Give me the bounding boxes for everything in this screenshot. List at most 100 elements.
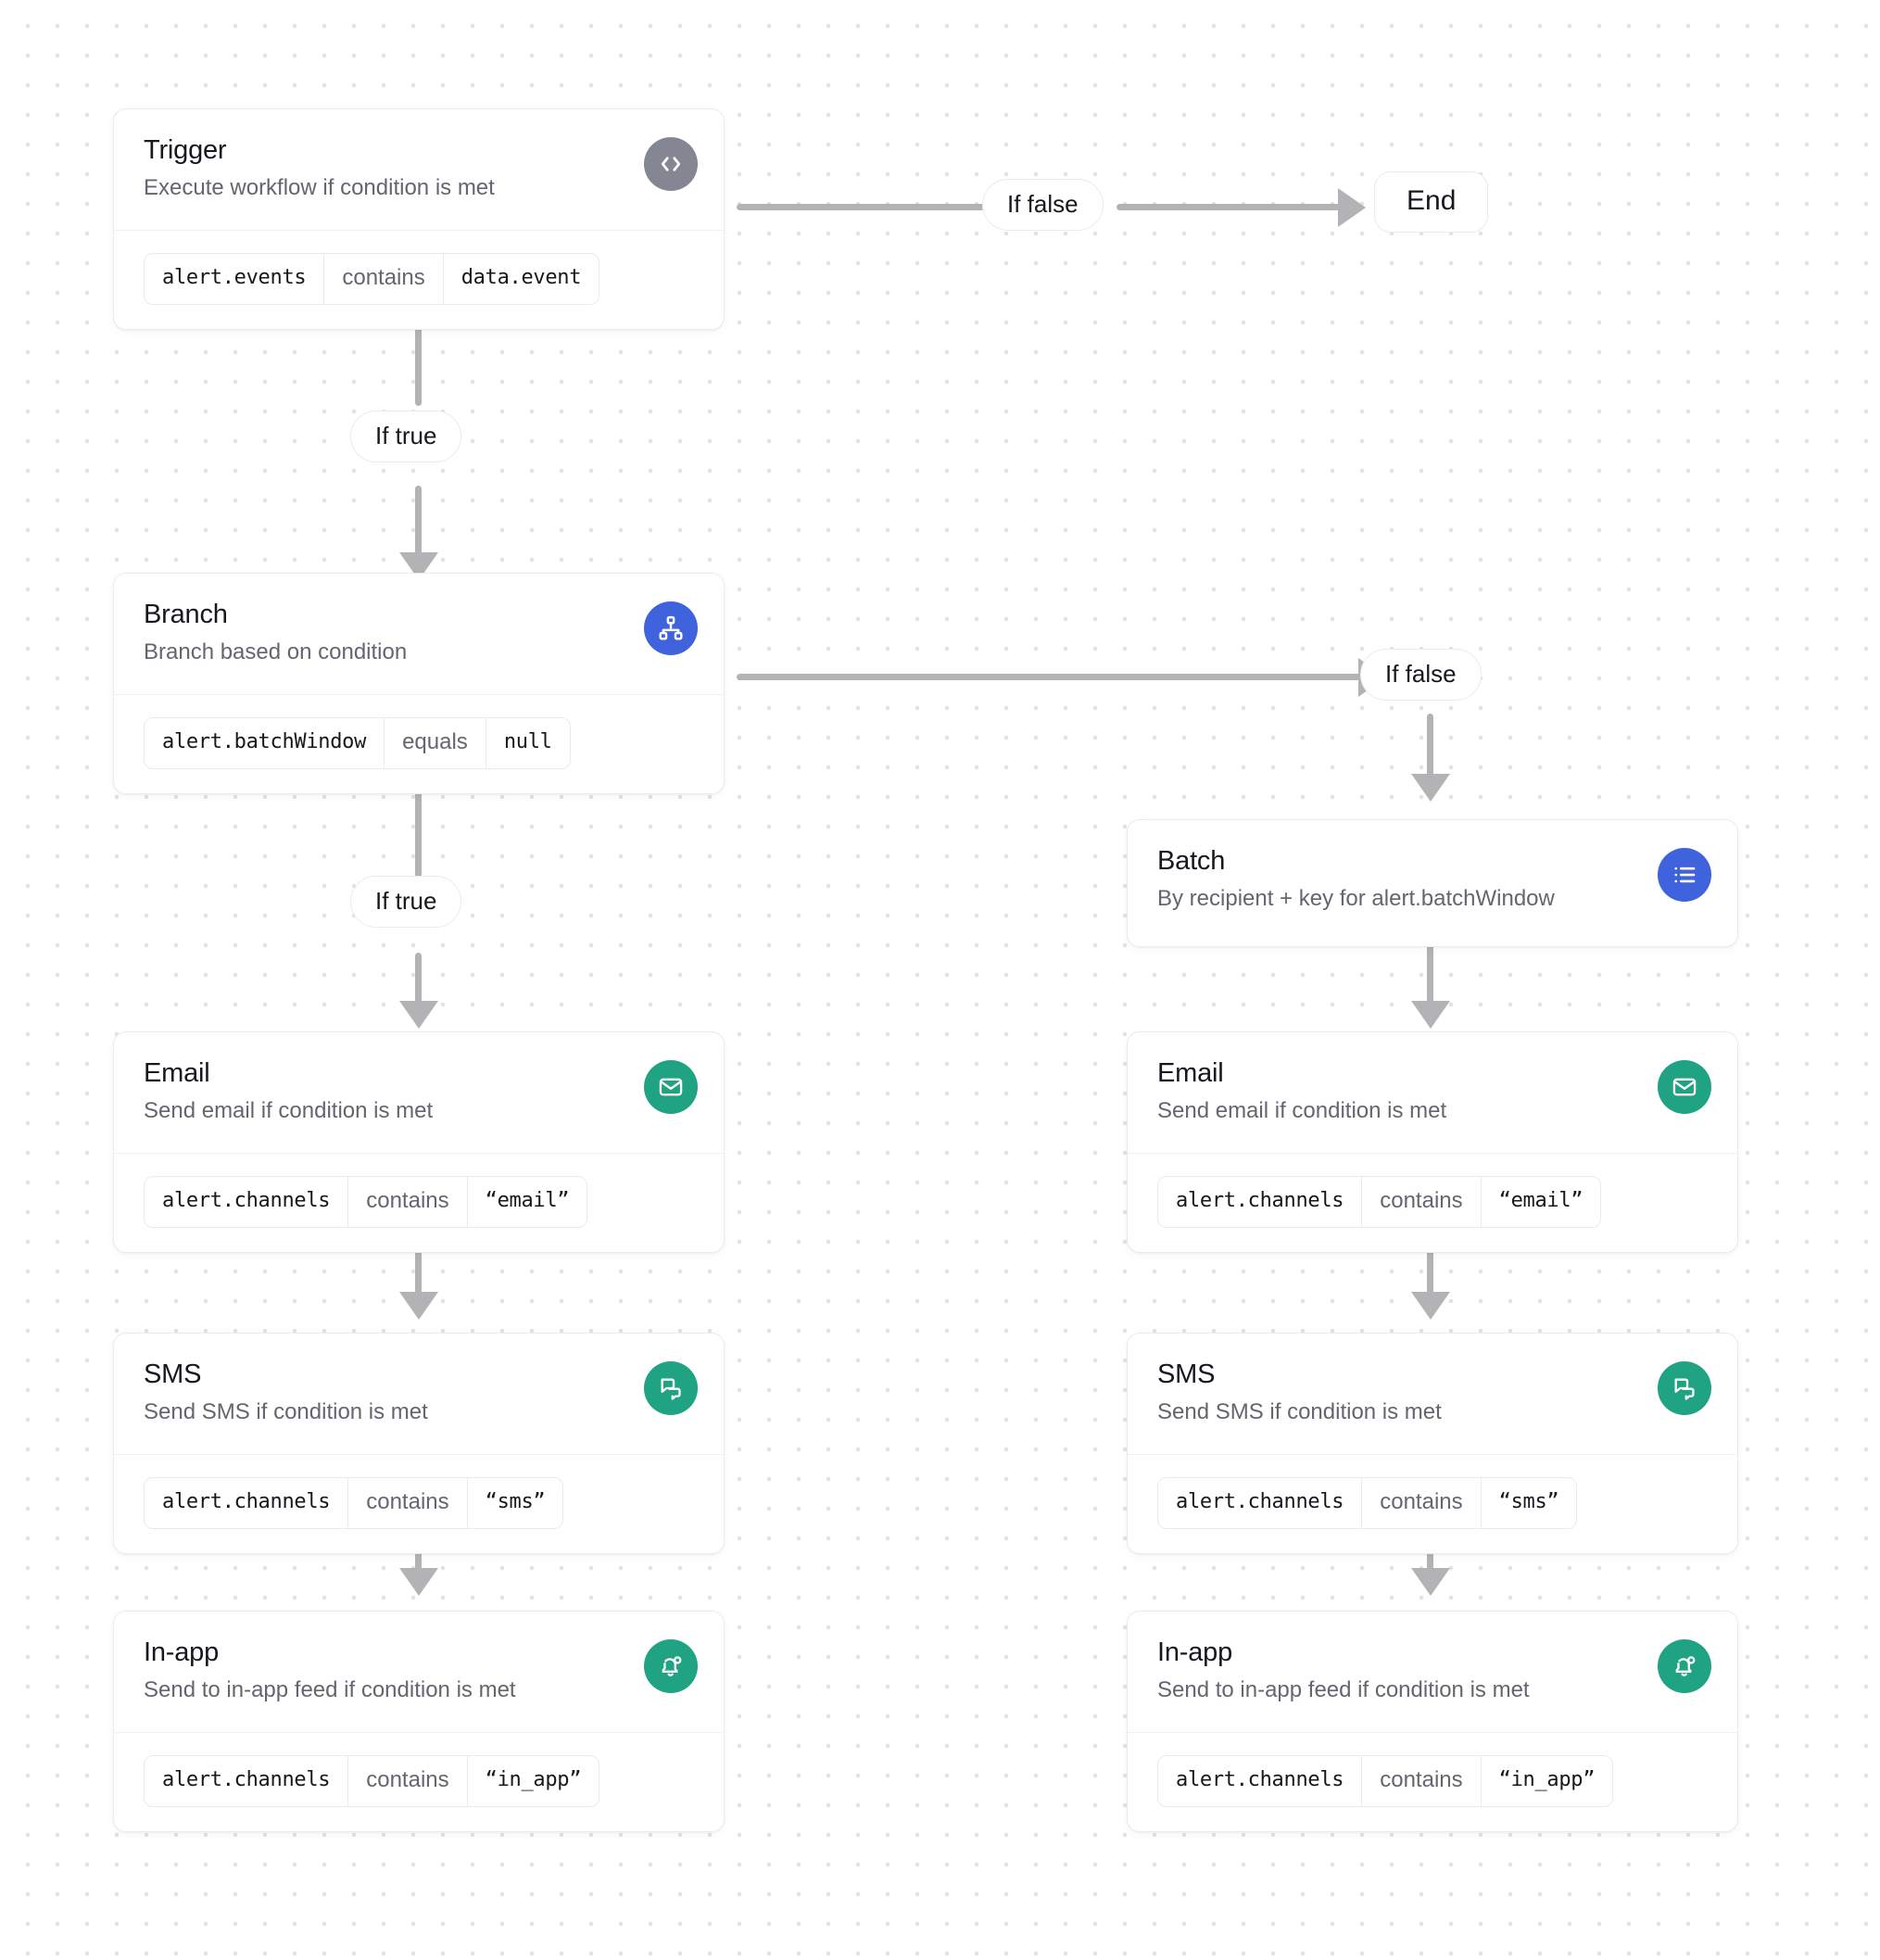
- condition-value: “in_app”: [466, 1756, 599, 1807]
- condition-value: data.event: [442, 254, 599, 305]
- condition-operator: contains: [1361, 1177, 1480, 1228]
- condition-pill[interactable]: alert.events contains data.event: [144, 253, 600, 306]
- node-sms-left[interactable]: SMS Send SMS if condition is met alert.c…: [113, 1333, 725, 1555]
- bell-icon: [644, 1639, 698, 1693]
- edge-label-trigger-if-true[interactable]: If true: [350, 411, 462, 462]
- condition-operator: contains: [1361, 1756, 1480, 1807]
- condition-field: alert.batchWindow: [162, 730, 367, 754]
- condition-pill[interactable]: alert.channels contains “in_app”: [1157, 1755, 1614, 1808]
- node-inapp-right[interactable]: In-app Send to in-app feed if condition …: [1127, 1611, 1738, 1833]
- node-inapp-left[interactable]: In-app Send to in-app feed if condition …: [113, 1611, 725, 1833]
- node-subtitle: Execute workflow if condition is met: [144, 175, 495, 201]
- node-title: Branch: [144, 600, 228, 629]
- condition-operator: contains: [347, 1478, 466, 1529]
- condition-pill[interactable]: alert.channels contains “email”: [144, 1176, 588, 1229]
- node-email-left[interactable]: Email Send email if condition is met ale…: [113, 1031, 725, 1254]
- node-header: SMS Send SMS if condition is met: [114, 1334, 724, 1454]
- condition-value: null: [485, 718, 570, 769]
- edge-label-branch-if-false[interactable]: If false: [1360, 649, 1482, 701]
- node-header: Email Send email if condition is met: [114, 1032, 724, 1153]
- node-trigger[interactable]: Trigger Execute workflow if condition is…: [113, 108, 725, 331]
- node-header: Email Send email if condition is met: [1128, 1032, 1737, 1153]
- condition-operator: equals: [384, 718, 486, 769]
- sitemap-icon: [644, 601, 698, 655]
- node-condition-area: alert.channels contains “in_app”: [1128, 1732, 1737, 1831]
- node-title: In-app: [1157, 1638, 1233, 1667]
- edge-branch-to-if-false: [737, 674, 1390, 680]
- node-subtitle: Send email if condition is met: [144, 1098, 434, 1124]
- node-title: Batch: [1157, 846, 1226, 876]
- condition-pill[interactable]: alert.channels contains “sms”: [1157, 1477, 1578, 1530]
- condition-field: alert.channels: [1176, 1189, 1344, 1213]
- condition-pill[interactable]: alert.batchWindow equals null: [144, 717, 571, 770]
- condition-value: “in_app”: [1480, 1756, 1613, 1807]
- condition-value: “email”: [1480, 1177, 1601, 1228]
- envelope-icon: [1658, 1060, 1711, 1114]
- node-email-right[interactable]: Email Send email if condition is met ale…: [1127, 1031, 1738, 1254]
- condition-operator: contains: [1361, 1478, 1480, 1529]
- node-header: Trigger Execute workflow if condition is…: [114, 109, 724, 230]
- node-condition-area: alert.batchWindow equals null: [114, 694, 724, 793]
- node-title: SMS: [1157, 1359, 1216, 1389]
- node-condition-area: alert.channels contains “email”: [1128, 1153, 1737, 1252]
- node-header: Batch By recipient + key for alert.batch…: [1128, 820, 1737, 946]
- condition-pill[interactable]: alert.channels contains “email”: [1157, 1176, 1602, 1229]
- condition-field: alert.channels: [162, 1768, 331, 1792]
- edge-arrowhead-inapp-left: [398, 1568, 438, 1596]
- node-sms-right[interactable]: SMS Send SMS if condition is met alert.c…: [1127, 1333, 1738, 1555]
- node-subtitle: Branch based on condition: [144, 639, 408, 665]
- condition-operator: contains: [347, 1756, 466, 1807]
- edge-label-trigger-if-false[interactable]: If false: [982, 179, 1104, 231]
- edge-arrowhead-email-left: [398, 1001, 438, 1029]
- edge-arrowhead-end: [1338, 187, 1366, 227]
- condition-field: alert.channels: [162, 1490, 331, 1514]
- edge-arrowhead-batch: [1410, 774, 1450, 802]
- end-node[interactable]: End: [1374, 171, 1489, 233]
- condition-operator: contains: [323, 254, 442, 305]
- condition-field: alert.channels: [1176, 1490, 1344, 1514]
- node-header: SMS Send SMS if condition is met: [1128, 1334, 1737, 1454]
- condition-field: alert.channels: [1176, 1768, 1344, 1792]
- edge-branch-to-if-true: [415, 777, 422, 879]
- edge-if-false-to-end: [1117, 204, 1344, 210]
- node-subtitle: Send SMS if condition is met: [144, 1399, 428, 1425]
- edge-email-to-sms-left: [415, 1242, 422, 1309]
- node-condition-area: alert.channels contains “email”: [114, 1153, 724, 1252]
- chat-bubbles-icon: [644, 1361, 698, 1415]
- node-subtitle: Send to in-app feed if condition is met: [1157, 1677, 1530, 1703]
- envelope-icon: [644, 1060, 698, 1114]
- edge-arrowhead-sms-right: [1410, 1292, 1450, 1320]
- node-subtitle: Send SMS if condition is met: [1157, 1399, 1442, 1425]
- condition-field: alert.events: [162, 266, 307, 290]
- node-title: Trigger: [144, 135, 227, 165]
- edge-if-true-to-branch: [415, 486, 422, 569]
- node-condition-area: alert.channels contains “sms”: [114, 1454, 724, 1553]
- node-condition-area: alert.channels contains “sms”: [1128, 1454, 1737, 1553]
- node-batch[interactable]: Batch By recipient + key for alert.batch…: [1127, 819, 1738, 948]
- edge-email-to-sms-right: [1427, 1242, 1433, 1309]
- list-icon: [1658, 848, 1711, 902]
- node-condition-area: alert.events contains data.event: [114, 230, 724, 329]
- code-icon: [644, 137, 698, 191]
- node-title: Email: [1157, 1058, 1224, 1088]
- node-header: In-app Send to in-app feed if condition …: [114, 1612, 724, 1732]
- condition-field: alert.channels: [162, 1189, 331, 1213]
- condition-pill[interactable]: alert.channels contains “in_app”: [144, 1755, 600, 1808]
- node-branch[interactable]: Branch Branch based on condition alert.b…: [113, 573, 725, 795]
- node-subtitle: By recipient + key for alert.batchWindow: [1157, 886, 1555, 912]
- chat-bubbles-icon: [1658, 1361, 1711, 1415]
- edge-if-true-to-email: [415, 953, 422, 1018]
- edge-arrowhead-inapp-right: [1410, 1568, 1450, 1596]
- edge-trigger-to-if-true: [415, 313, 422, 406]
- edge-label-branch-if-true[interactable]: If true: [350, 876, 462, 928]
- condition-value: “sms”: [466, 1478, 563, 1529]
- edge-if-false-to-batch: [1427, 714, 1433, 792]
- condition-value: “email”: [466, 1177, 587, 1228]
- node-title: SMS: [144, 1359, 202, 1389]
- condition-pill[interactable]: alert.channels contains “sms”: [144, 1477, 564, 1530]
- edge-arrowhead-email-right: [1410, 1001, 1450, 1029]
- node-subtitle: Send to in-app feed if condition is met: [144, 1677, 516, 1703]
- edge-arrowhead-sms-left: [398, 1292, 438, 1320]
- node-condition-area: alert.channels contains “in_app”: [114, 1732, 724, 1831]
